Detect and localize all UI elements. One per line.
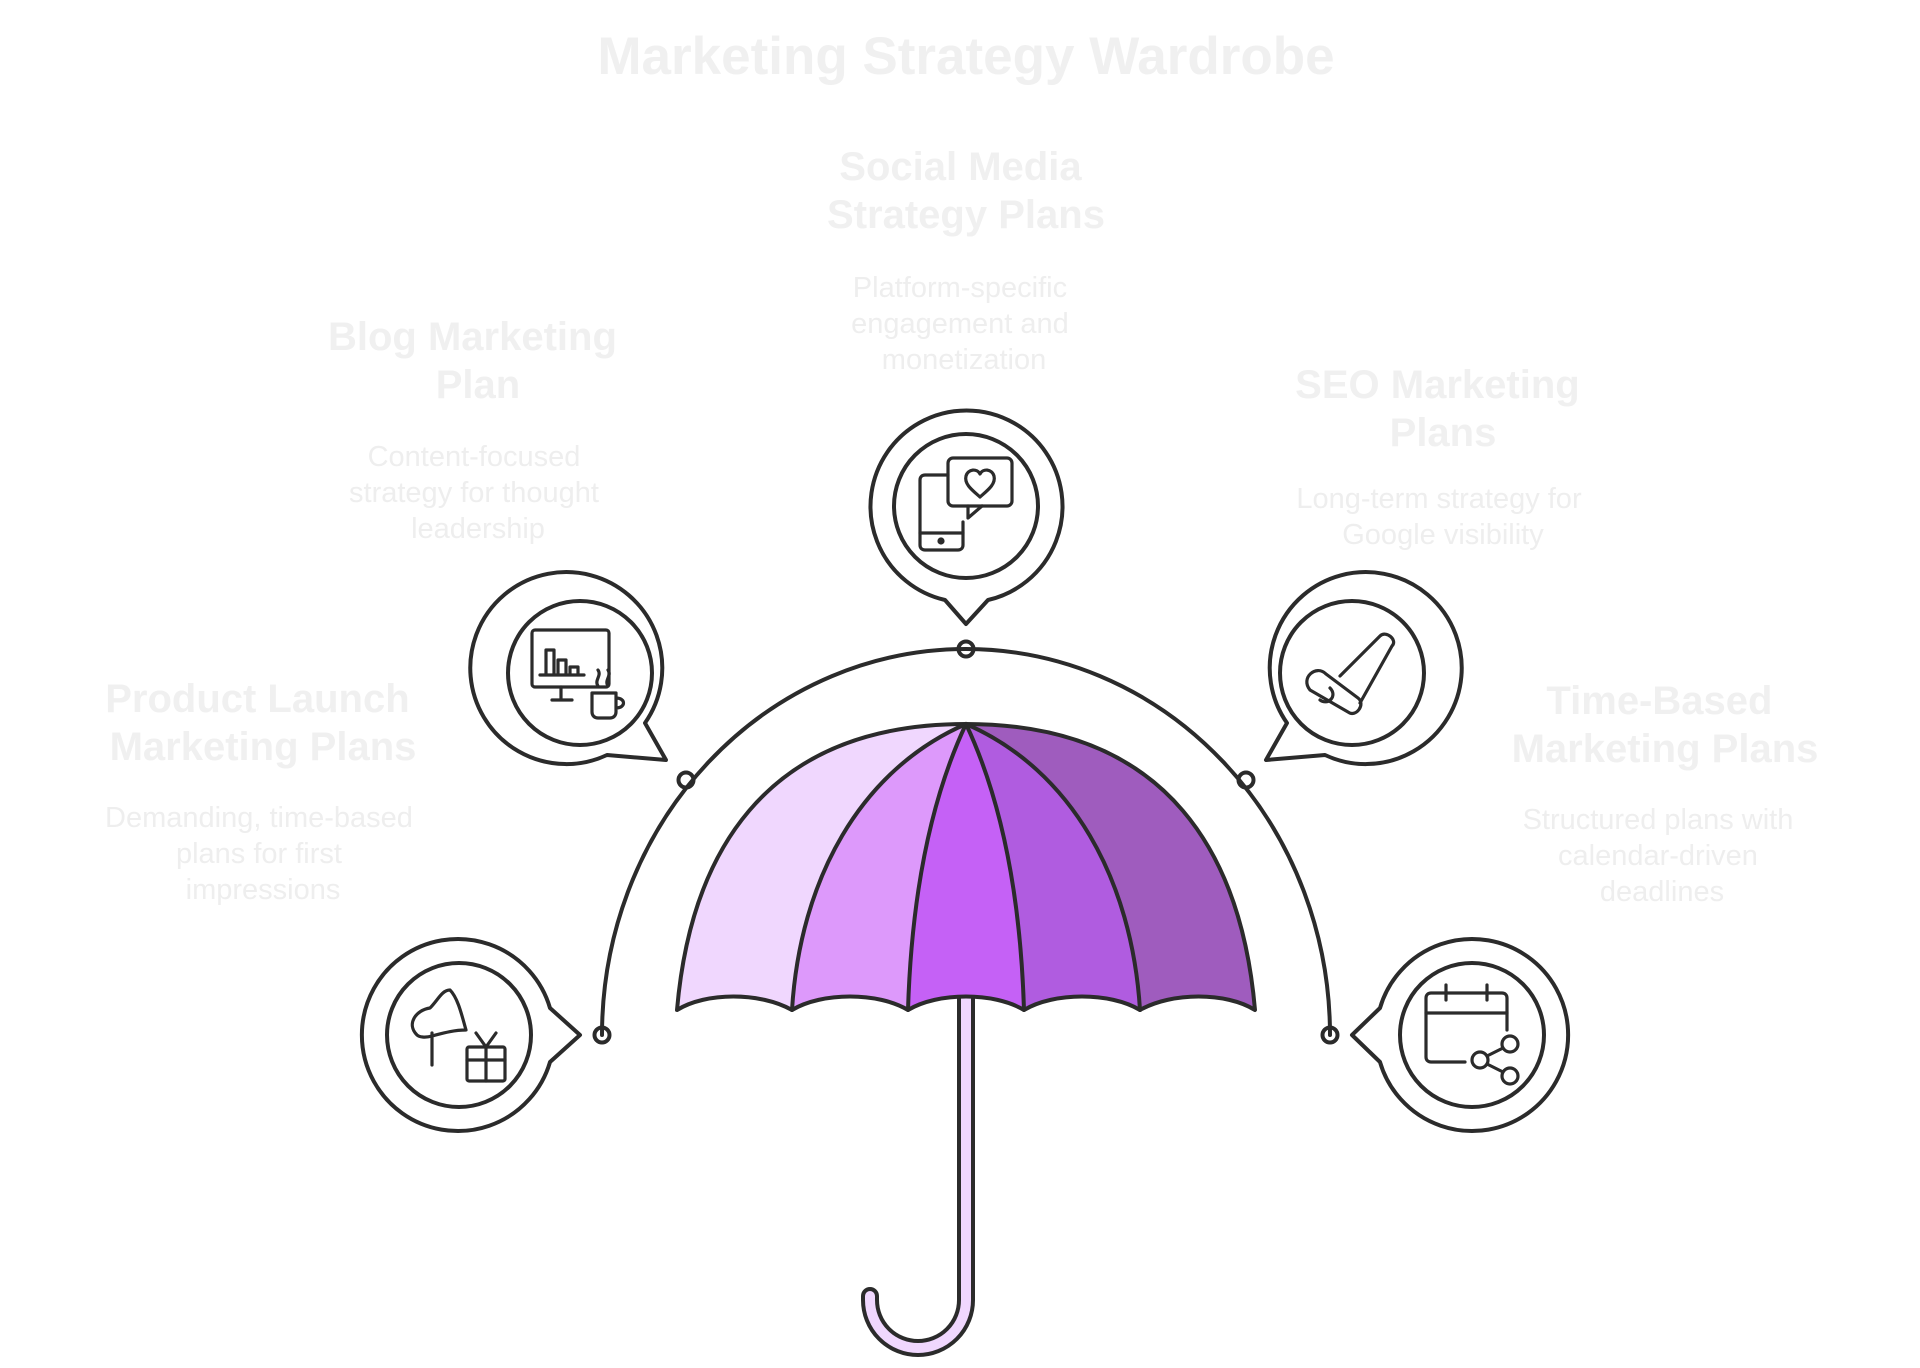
scroll-pen-icon [1305,632,1396,715]
badge-inner-circle [1278,599,1426,747]
canopy-rib-2 [906,722,968,1012]
canopy-rib-3 [964,722,1026,1012]
connector-dot-seo [1236,770,1256,790]
canopy-rib-1 [790,722,968,1012]
item-seo: SEO Marketing Plans Long-term strategy f… [1236,363,1591,790]
item-time-based-description: Structured plans with calendar-driven de… [1523,804,1802,908]
item-social-media-description: Platform-specific engagement and monetiz… [851,272,1077,376]
umbrella-handle [861,976,975,1357]
connector-dot-social-media [956,639,976,659]
connector-dot-blog [676,770,696,790]
canopy-outline [675,722,1257,1012]
calendar-share-icon [1424,983,1520,1086]
badge-inner-circle [892,432,1040,580]
item-product-launch-badge [359,937,582,1133]
item-seo-description: Long-term strategy for Google visibility [1296,483,1589,551]
item-social-media: Social Media Strategy Plans Platform-spe… [827,145,1105,659]
badge-bubble [1264,570,1464,767]
item-blog: Blog Marketing Plan Content-focused stra… [328,315,696,790]
item-blog-badge [468,570,668,767]
badge-inner-circle [506,599,654,747]
umbrella-canopy [675,722,1257,1012]
badge-bubble [1350,937,1571,1133]
canopy-panel-5 [966,724,1255,1010]
item-blog-title: Blog Marketing Plan [328,315,628,407]
canopy-panel-2 [792,724,966,1010]
canopy-panel-4 [966,724,1140,1010]
badge-inner-circle [1398,961,1546,1109]
item-seo-badge [1264,570,1464,767]
item-blog-description: Content-focused strategy for thought lea… [349,441,607,545]
connector-arch [600,647,1332,1037]
item-time-based: Time-Based Marketing Plans Structured pl… [1320,679,1819,1133]
item-seo-title: SEO Marketing Plans [1295,363,1591,455]
item-time-based-title: Time-Based Marketing Plans [1512,679,1819,771]
umbrella-shaft-outline [861,976,975,1357]
connector-dot-product-launch [592,1025,612,1045]
item-product-launch-title: Product Launch Marketing Plans [105,677,421,769]
connector-dot-time-based [1320,1025,1340,1045]
canopy-panel-3 [908,724,1024,1010]
pushpin-gift-icon [410,988,507,1083]
item-social-media-badge [868,408,1065,626]
monitor-chart-coffee-icon [530,628,626,720]
badge-bubble [468,570,668,767]
canopy-rib-4 [964,722,1142,1012]
badge-inner-circle [385,961,533,1109]
item-social-media-title: Social Media Strategy Plans [827,145,1105,237]
badge-bubble [868,408,1065,626]
diagram-title: Marketing Strategy Wardrobe [597,27,1334,86]
item-product-launch: Product Launch Marketing Plans Demanding… [105,677,612,1133]
phone-heart-icon [918,456,1014,552]
canopy-panel-1 [677,724,966,1010]
item-time-based-badge [1350,937,1571,1133]
umbrella-shaft-fill [865,980,971,1353]
item-product-launch-description: Demanding, time-based plans for first im… [105,802,421,906]
badge-bubble [359,937,582,1133]
